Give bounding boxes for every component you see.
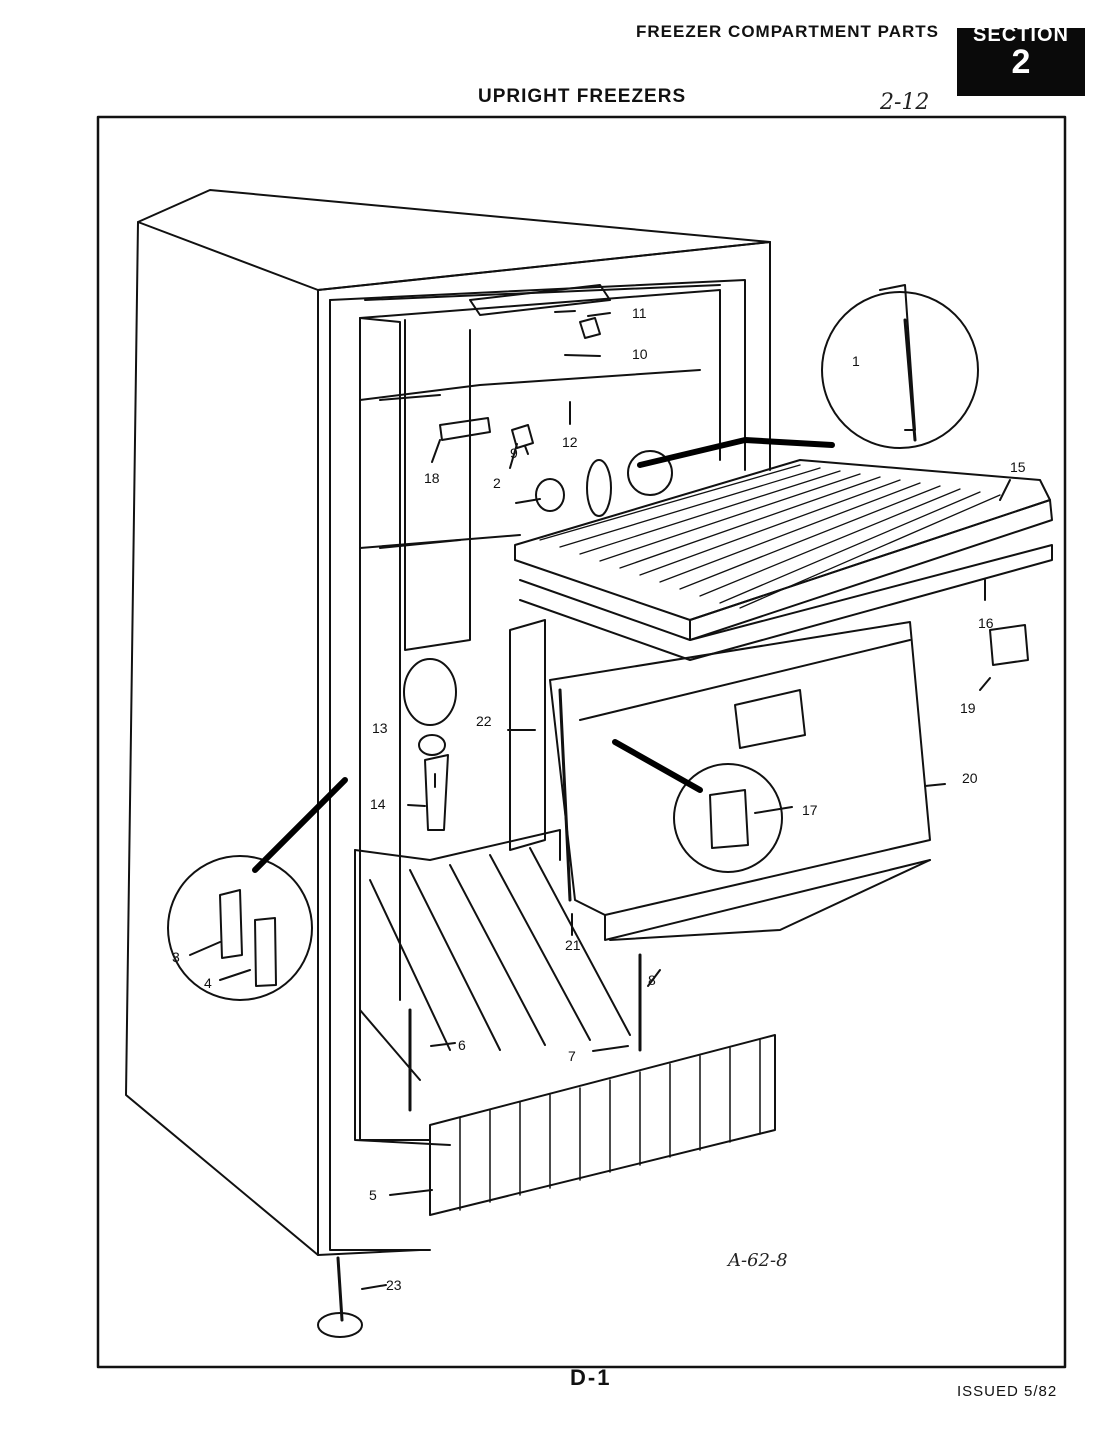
callout-15: 15 bbox=[1010, 459, 1026, 475]
door-handle-recess bbox=[734, 689, 806, 749]
callout-2: 2 bbox=[493, 475, 501, 491]
callout-3: 3 bbox=[172, 949, 180, 965]
callout-22: 22 bbox=[476, 713, 492, 729]
callout-18: 18 bbox=[424, 470, 440, 486]
section-number: 2 bbox=[1011, 43, 1031, 81]
handwritten-note: 2-12 bbox=[880, 90, 930, 115]
lamp-socket bbox=[511, 424, 534, 449]
callout-16: 16 bbox=[978, 615, 994, 631]
issued-date: ISSUED 5/82 bbox=[957, 1383, 1058, 1400]
callout-1: 1 bbox=[852, 353, 860, 369]
part-11 bbox=[579, 317, 601, 339]
fan-opening bbox=[403, 658, 457, 726]
callout-6: 6 bbox=[458, 1037, 466, 1053]
callout-20: 20 bbox=[962, 770, 978, 786]
section-badge: SECTION 2 bbox=[957, 24, 1085, 96]
callout-21: 21 bbox=[565, 937, 581, 953]
leveling-leg bbox=[336, 1256, 344, 1322]
drawing-id: A-62-8 bbox=[728, 1250, 788, 1271]
callout-12: 12 bbox=[562, 434, 578, 450]
part-19 bbox=[989, 624, 1029, 666]
trim-18 bbox=[439, 417, 491, 441]
control-housing bbox=[627, 450, 673, 496]
bezel bbox=[586, 459, 612, 517]
page-code: D-1 bbox=[570, 1365, 612, 1390]
cabinet-side bbox=[125, 221, 319, 1256]
callout-14: 14 bbox=[370, 796, 386, 812]
section-label: SECTION bbox=[973, 24, 1069, 46]
callout-9: 9 bbox=[510, 445, 518, 461]
page-subtitle: UPRIGHT FREEZERS bbox=[478, 86, 687, 107]
callout-11: 11 bbox=[632, 305, 647, 321]
diagram-frame bbox=[96, 115, 1067, 1369]
wire-shelf bbox=[514, 459, 1051, 621]
detail-circle-17 bbox=[673, 763, 783, 873]
detail-circle-3-4 bbox=[167, 855, 313, 1001]
drain-tube bbox=[424, 754, 449, 831]
callout-labels: 1 2 3 4 5 6 7 8 9 10 11 12 13 14 15 16 1… bbox=[172, 305, 1026, 1293]
callout-17: 17 bbox=[802, 802, 818, 818]
callout-4: 4 bbox=[204, 975, 212, 991]
liner-left-panel bbox=[404, 319, 471, 651]
freezer-door-panel bbox=[549, 621, 931, 916]
page-header-title: FREEZER COMPARTMENT PARTS bbox=[636, 22, 939, 41]
callout-8: 8 bbox=[648, 972, 656, 988]
bottom-grille bbox=[429, 1034, 776, 1216]
callout-13: 13 bbox=[372, 720, 388, 736]
callout-10: 10 bbox=[632, 346, 648, 362]
callout-23: 23 bbox=[386, 1277, 402, 1293]
thermostat-knob bbox=[535, 478, 565, 512]
callout-7: 7 bbox=[568, 1048, 576, 1064]
callout-5: 5 bbox=[369, 1187, 377, 1203]
detail-circle-1 bbox=[821, 291, 979, 449]
bracket-10 bbox=[469, 284, 611, 316]
callout-19: 19 bbox=[960, 700, 976, 716]
